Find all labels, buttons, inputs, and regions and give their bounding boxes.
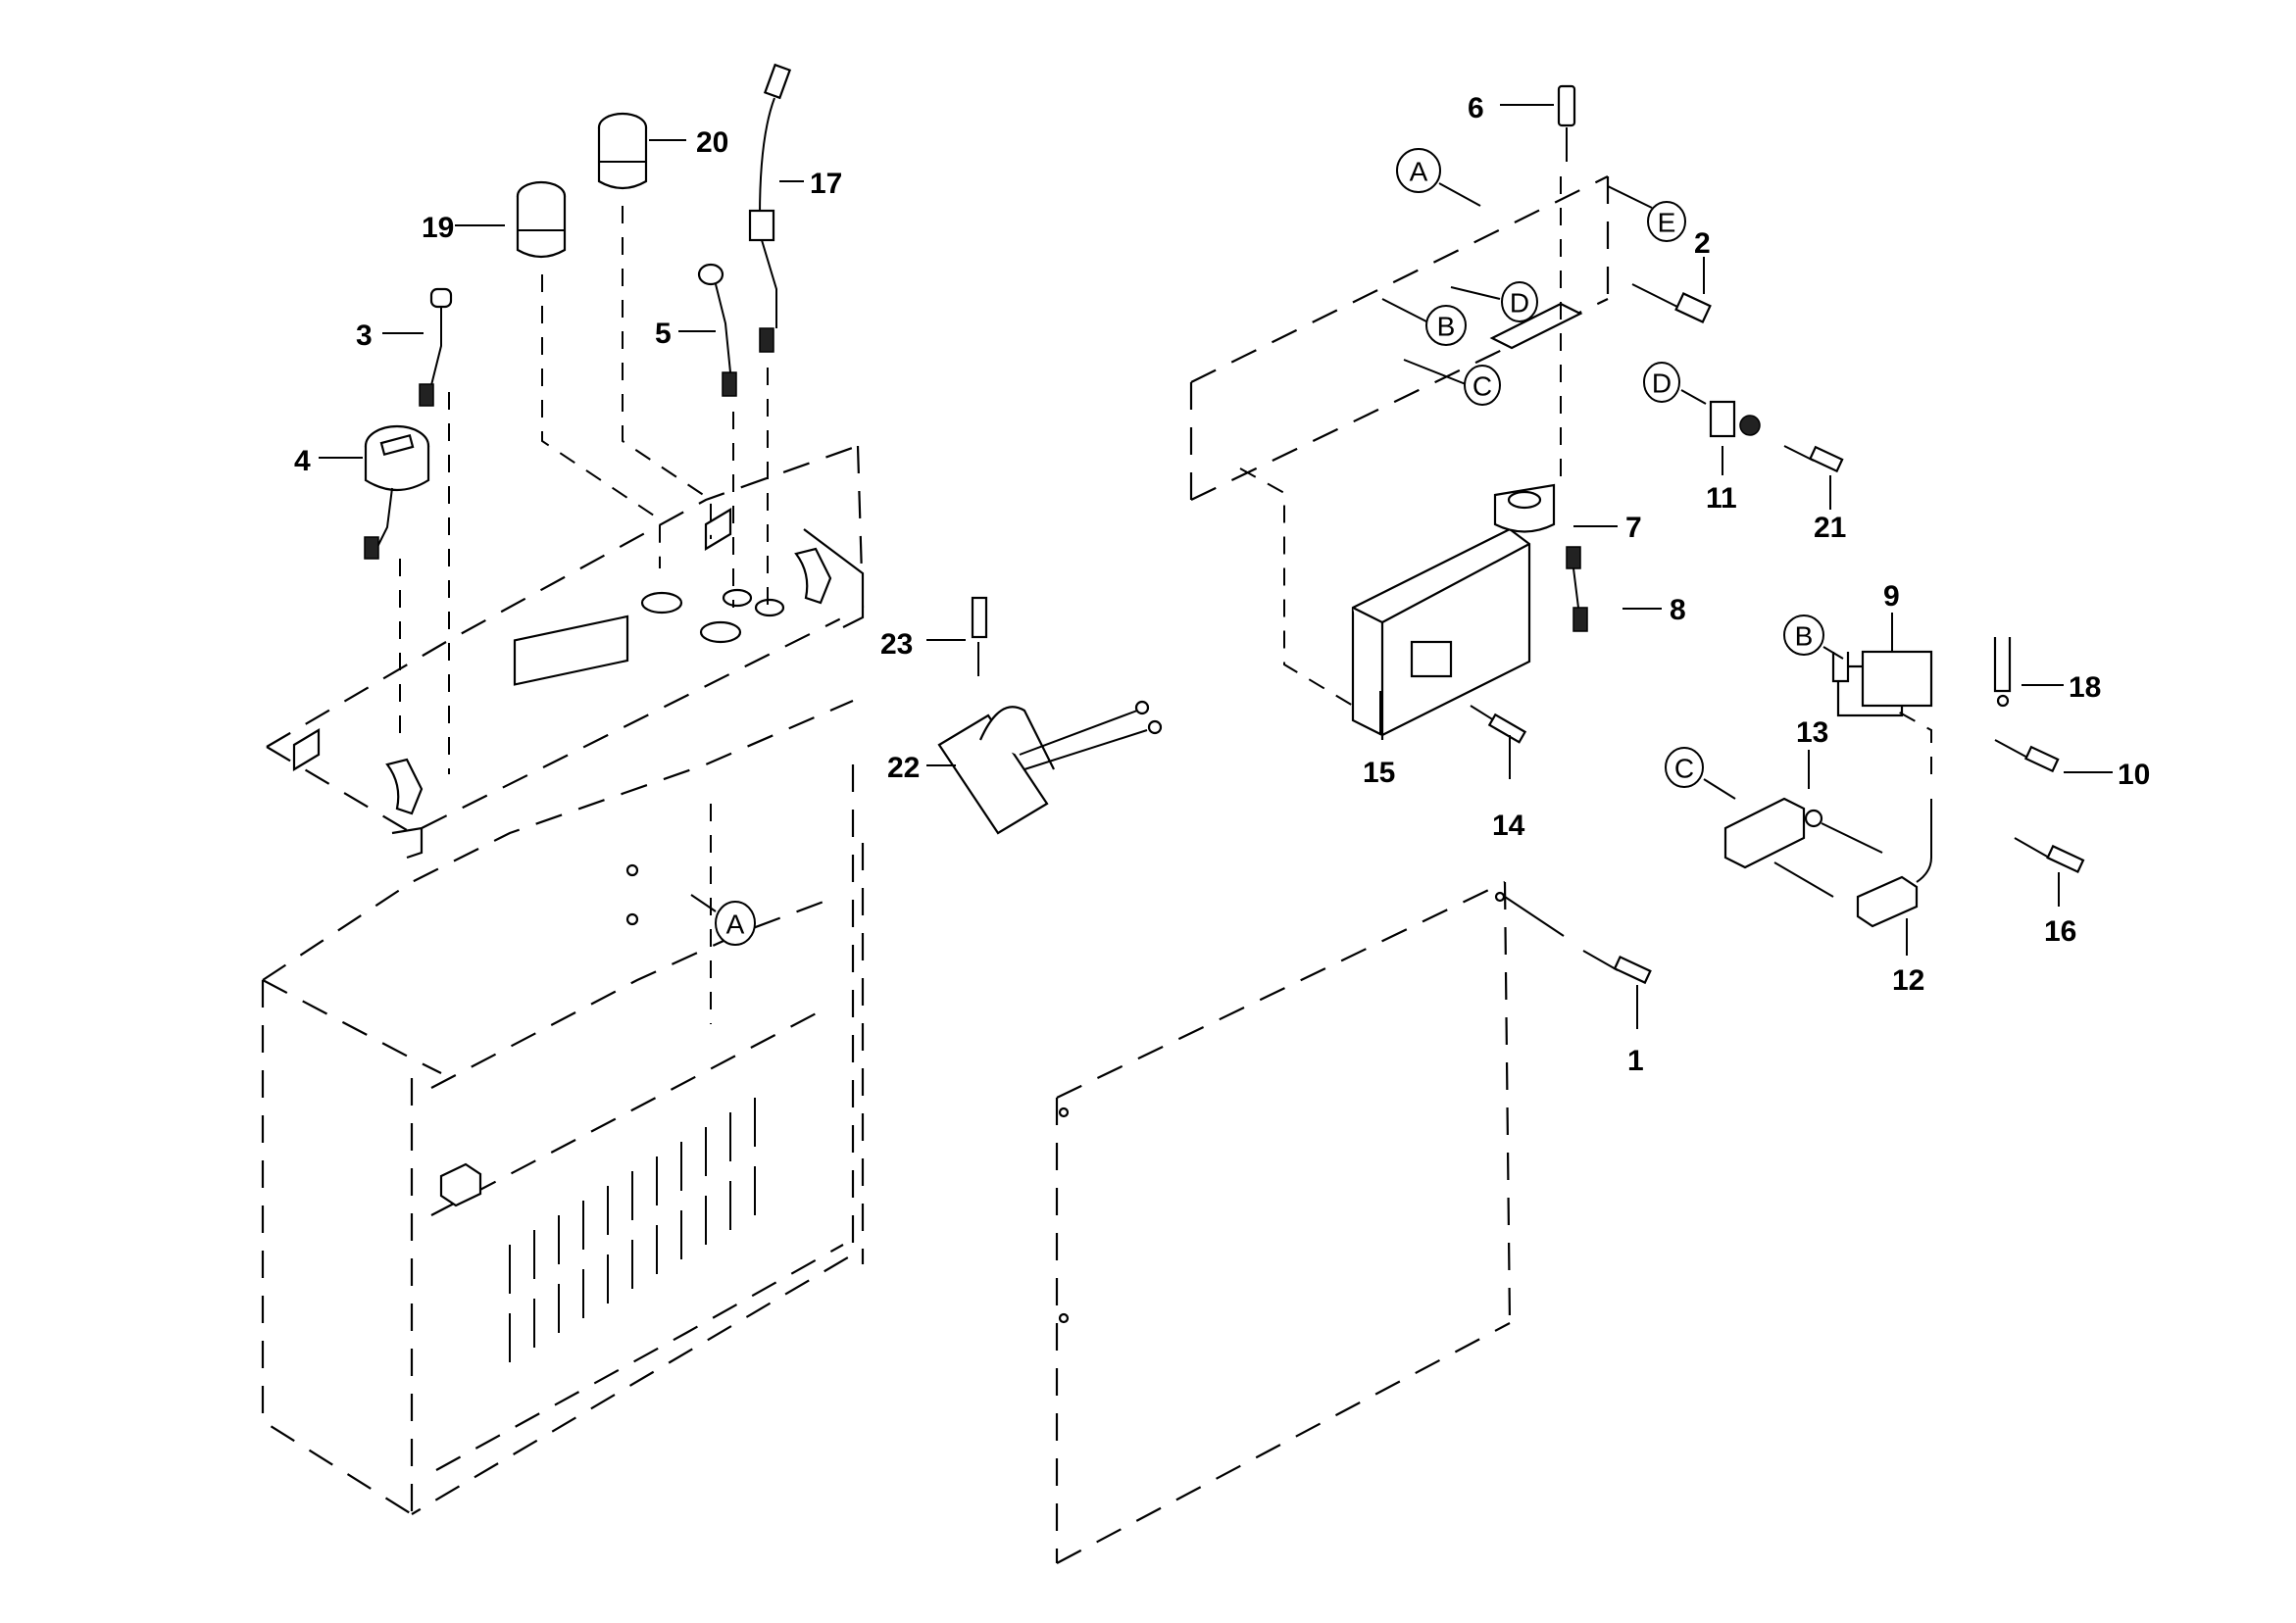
ref-B-part9-label: B (1795, 621, 1814, 652)
callout-22: 22 (887, 752, 956, 784)
callouts: 19 20 17 3 5 4 23 22 (294, 92, 2150, 1077)
part-16-screw (2014, 837, 2085, 873)
callout-4-label: 4 (294, 445, 311, 477)
ref-C-part13-label: C (1674, 754, 1694, 784)
callout-17-label: 17 (810, 168, 842, 200)
callout-11-label: 11 (1706, 482, 1737, 515)
callout-2: 2 (1694, 227, 1711, 294)
callout-12: 12 (1892, 918, 1924, 997)
callout-3-label: 3 (356, 320, 373, 352)
part-21-screw (1783, 445, 1844, 473)
part-3-harness (419, 287, 453, 774)
callout-18: 18 (2021, 671, 2101, 704)
part-13-switch (1723, 797, 1883, 898)
part-11-connector (1709, 400, 1761, 438)
part-14-screw (1470, 705, 1527, 744)
callout-19: 19 (422, 212, 505, 244)
callout-14: 14 (1492, 735, 1525, 842)
part-5-harness (697, 263, 737, 608)
part-17-harness (748, 63, 792, 608)
ref-A-housing-label: A (726, 910, 745, 940)
callout-13-label: 13 (1796, 716, 1828, 749)
callout-23-label: 23 (880, 628, 913, 661)
ref-C-part13: C (1665, 747, 1736, 800)
ref-B-panel: B (1381, 298, 1467, 346)
callout-21: 21 (1814, 475, 1846, 544)
callout-10: 10 (2064, 759, 2150, 791)
reference-letters: A A B C D E D (690, 148, 1844, 946)
callout-8: 8 (1622, 594, 1686, 626)
mounting-panel (1189, 175, 1610, 724)
callout-13: 13 (1796, 716, 1828, 789)
ref-E-panel: E (1607, 185, 1686, 242)
callout-22-label: 22 (887, 752, 920, 784)
callout-17: 17 (779, 168, 842, 200)
callout-20-label: 20 (696, 126, 728, 159)
callout-3: 3 (356, 320, 424, 352)
callout-6-label: 6 (1468, 92, 1484, 124)
part-12-fuse (1856, 705, 1932, 928)
part-22-connector (937, 700, 1163, 835)
callout-21-label: 21 (1814, 512, 1846, 544)
part-20-knob (597, 112, 712, 539)
callout-12-label: 12 (1892, 964, 1924, 997)
part-23-screw (971, 596, 988, 676)
ref-C-panel-label: C (1472, 371, 1492, 402)
callout-1-label: 1 (1627, 1045, 1644, 1077)
part-9-contactor (1831, 650, 1933, 717)
part-1-screw (1504, 896, 1652, 985)
ref-D-part11: D (1643, 362, 1707, 405)
callout-11: 11 (1706, 446, 1737, 515)
callout-14-label: 14 (1492, 810, 1525, 842)
part-8-harness (1566, 546, 1588, 632)
callout-9: 9 (1883, 580, 1900, 652)
callout-4: 4 (294, 445, 363, 477)
callout-7: 7 (1573, 512, 1642, 544)
callout-8-label: 8 (1670, 594, 1686, 626)
ref-E-panel-label: E (1658, 208, 1676, 238)
ref-D-panel-label: D (1510, 288, 1529, 319)
callout-2-label: 2 (1694, 227, 1711, 260)
part-10-screw (1994, 739, 2060, 773)
callout-16: 16 (2044, 872, 2076, 948)
callout-15-label: 15 (1363, 757, 1395, 789)
callout-10-label: 10 (2118, 759, 2150, 791)
callout-5: 5 (655, 318, 716, 350)
ref-B-panel-label: B (1437, 312, 1456, 342)
callout-7-label: 7 (1625, 512, 1642, 544)
cover-plate (1055, 881, 1512, 1564)
ref-B-part9: B (1783, 615, 1844, 660)
vent-slots (509, 1098, 756, 1362)
callout-20: 20 (649, 126, 728, 159)
callout-1: 1 (1627, 985, 1644, 1077)
callout-19-label: 19 (422, 212, 454, 244)
callout-9-label: 9 (1883, 580, 1900, 613)
ref-C-panel: C (1403, 359, 1501, 406)
control-tray (266, 444, 865, 860)
ref-A-panel: A (1396, 148, 1481, 207)
part-18-terminal (1993, 637, 2012, 708)
callout-16-label: 16 (2044, 915, 2076, 948)
callout-15: 15 (1363, 691, 1395, 789)
callout-23: 23 (880, 628, 966, 661)
battery-housing (261, 699, 865, 1515)
part-7-ferrite (1493, 483, 1556, 533)
ref-A-panel-label: A (1410, 157, 1428, 187)
callout-18-label: 18 (2069, 671, 2101, 704)
callout-6: 6 (1468, 92, 1554, 124)
part-6-screw (1557, 84, 1576, 490)
part-19-knob (516, 180, 661, 568)
part-2-bolt (1631, 283, 1712, 323)
callout-5-label: 5 (655, 318, 672, 350)
ref-D-part11-label: D (1652, 369, 1672, 399)
part-4-hour-meter (364, 424, 430, 745)
ref-A-housing: A (690, 894, 756, 946)
ref-D-panel: D (1450, 281, 1538, 322)
